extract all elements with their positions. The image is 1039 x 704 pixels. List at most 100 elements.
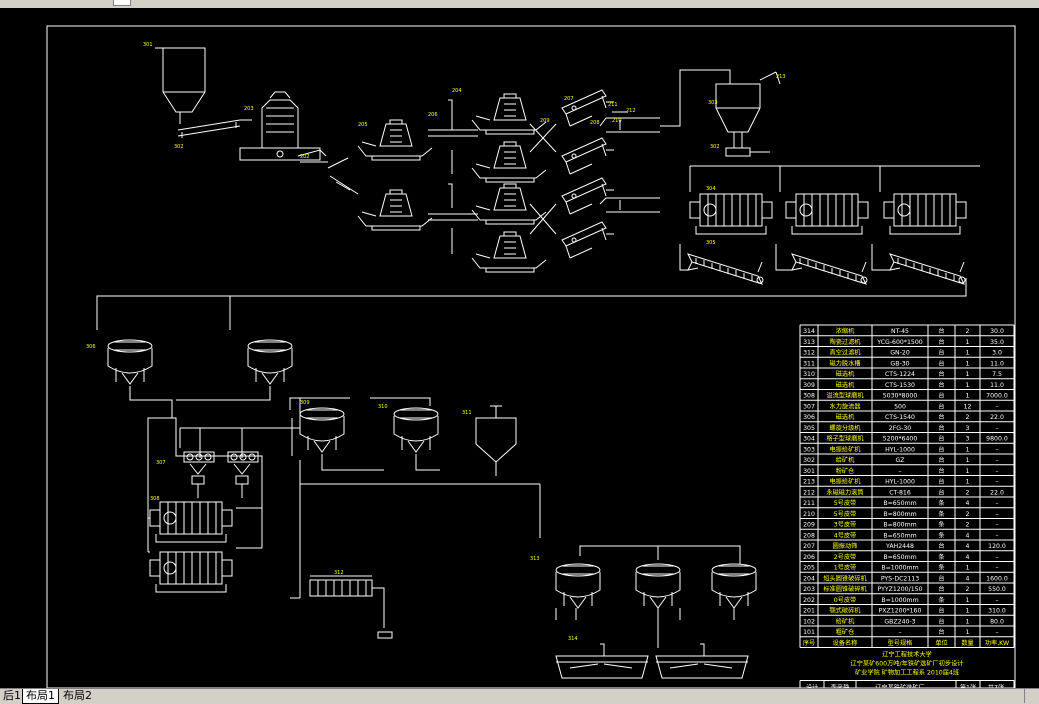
title-line: 辽宁工程技术大学 xyxy=(882,651,932,659)
table-cell: 305 xyxy=(803,425,815,432)
table-cell: 1 xyxy=(966,339,970,346)
table-cell: 312 xyxy=(803,350,815,357)
table-cell: 陶瓷过滤机 xyxy=(830,338,862,346)
table-cell: B=800mm xyxy=(883,522,916,529)
table-cell: 短头圆锥破碎机 xyxy=(823,574,867,582)
table-cell: – xyxy=(995,446,998,453)
table-cell: 真空过滤机 xyxy=(830,349,862,357)
footer-cell: 李彦静 xyxy=(831,684,850,689)
table-cell: B=650mm xyxy=(883,532,916,539)
scroll-right-button[interactable] xyxy=(1024,689,1039,703)
table-cell: 台 xyxy=(938,359,944,367)
label-302b: 302 xyxy=(710,144,720,150)
table-cell: NT-45 xyxy=(891,328,909,335)
belt-210-top xyxy=(599,117,660,133)
table-cell: 2 xyxy=(966,328,970,335)
tab-layout2[interactable]: 布局2 xyxy=(63,689,92,702)
table-cell: – xyxy=(995,425,998,432)
right-header-line xyxy=(579,545,741,564)
table-cell: 2 xyxy=(966,522,970,529)
fine-ore-bin-group xyxy=(155,47,206,124)
footer-cell: 辽宁某铁矿选矿厂 xyxy=(875,684,925,689)
label-208: 208 xyxy=(590,120,600,126)
label-304: 304 xyxy=(706,186,716,192)
table-cell: 211 xyxy=(803,500,815,507)
table-cell: 台 xyxy=(938,327,944,335)
table-cell: 磁选机 xyxy=(836,381,855,389)
jaw-crusher-group xyxy=(239,91,321,161)
table-cell: 207 xyxy=(803,543,815,550)
table-cell: – xyxy=(995,629,998,636)
table-cell: 2 xyxy=(966,586,970,593)
cad-drawing-canvas[interactable]: 301 302 203 204 206 207 209 210 211 212 … xyxy=(0,8,1039,688)
table-cell: 1 xyxy=(966,597,970,604)
table-cell: 310.0 xyxy=(988,608,1006,615)
table-cell: 102 xyxy=(803,618,815,625)
table-cell: 水力旋流器 xyxy=(830,402,862,410)
table-cell: – xyxy=(995,403,998,410)
table-cell: 310 xyxy=(803,371,815,378)
feed-line-to-mills xyxy=(689,165,980,192)
label-210: 210 xyxy=(612,118,622,124)
table-cell: 304 xyxy=(803,436,815,443)
table-cell: – xyxy=(995,532,998,539)
table-cell: GZ xyxy=(895,457,904,464)
table-cell: 4 xyxy=(966,532,970,539)
table-cell: 307 xyxy=(803,403,815,410)
table-cell: YAH2448 xyxy=(885,543,914,550)
table-cell: 1 xyxy=(966,629,970,636)
table-cell: 550.0 xyxy=(988,586,1006,593)
table-cell: CTS-1530 xyxy=(885,382,915,389)
tab-layout1[interactable]: 布局1 xyxy=(22,689,59,704)
table-cell: 台 xyxy=(938,381,944,389)
mid-header-line xyxy=(289,397,431,410)
vacuum-filter-312 xyxy=(309,575,393,639)
label-312: 312 xyxy=(334,570,344,576)
table-cell: 2FG-30 xyxy=(889,425,911,432)
mid-bottom-lines xyxy=(299,454,541,538)
table-cell: 台 xyxy=(938,338,944,346)
table-cell: 台 xyxy=(938,424,944,432)
table-header-cell: 单位 xyxy=(935,639,947,647)
table-cell: 11.0 xyxy=(990,382,1004,389)
table-cell: 台 xyxy=(938,488,944,496)
label-211: 211 xyxy=(608,102,618,108)
table-cell: 2 xyxy=(966,511,970,518)
table-cell: 311 xyxy=(803,360,815,367)
cyclone-group-307 xyxy=(183,451,259,498)
label-209: 209 xyxy=(540,118,550,124)
table-cell: 4 xyxy=(966,500,970,507)
table-header-cell: 设备名称 xyxy=(833,639,858,647)
table-cell: 4 xyxy=(966,543,970,550)
table-cell: HYL-1000 xyxy=(885,446,915,453)
label-307: 307 xyxy=(156,460,166,466)
belt-206-top xyxy=(428,129,478,137)
table-cell: 1 xyxy=(966,446,970,453)
mill-loop xyxy=(179,406,301,448)
table-cell: 120.0 xyxy=(988,543,1006,550)
conveyor-305 xyxy=(297,149,328,163)
label-202: 202 xyxy=(300,154,310,160)
table-cell: 磁力脱水槽 xyxy=(830,359,861,367)
table-cell: 35.0 xyxy=(990,339,1004,346)
dewatering-tank-311 xyxy=(475,405,517,476)
label-303: 303 xyxy=(708,100,718,106)
table-cell: 台 xyxy=(938,585,944,593)
tab-model[interactable]: 后1 xyxy=(3,689,21,702)
belt-210-bottom xyxy=(599,197,660,213)
to-filter-line xyxy=(290,484,301,599)
table-cell: 204 xyxy=(803,575,815,582)
label-308: 308 xyxy=(150,496,160,502)
table-cell: – xyxy=(995,522,998,529)
mill-return-lines xyxy=(679,244,890,271)
footer-cell: 第1张 xyxy=(960,684,977,689)
table-cell: 1 xyxy=(966,382,970,389)
label-204: 204 xyxy=(452,88,462,94)
table-cell: 颚式破碎机 xyxy=(830,607,862,615)
table-cell: 1 xyxy=(966,479,970,486)
table-cell: 5号皮带 xyxy=(834,499,857,507)
conveyor-302 xyxy=(177,119,241,138)
table-cell: 1 xyxy=(966,350,970,357)
table-cell: 粗矿仓 xyxy=(836,628,855,636)
